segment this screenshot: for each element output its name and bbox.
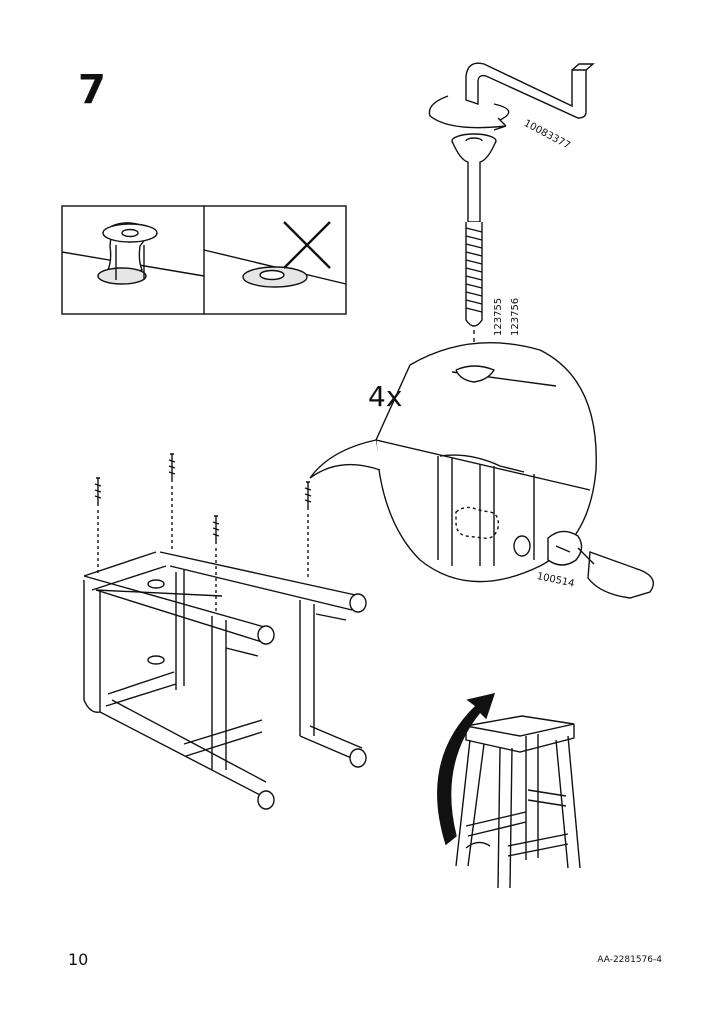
screws bbox=[94, 453, 312, 612]
step-number: 7 bbox=[78, 67, 106, 113]
rotate-arrow-icon bbox=[437, 693, 496, 846]
correct-bolt-example bbox=[61, 222, 205, 285]
bolt-part-number-a: 123755 bbox=[493, 297, 504, 336]
stool-flip-drawing bbox=[437, 693, 581, 889]
stool-frame-drawing bbox=[83, 453, 367, 810]
magnified-cam-lock-detail bbox=[309, 342, 654, 599]
wrong-bolt-example bbox=[203, 221, 347, 288]
document-code: AA-2281576-4 bbox=[597, 955, 662, 965]
bolt-depth-detail-panel bbox=[61, 205, 347, 315]
allen-key-drawing bbox=[428, 62, 595, 131]
quantity-label: 4x bbox=[368, 380, 403, 413]
cross-mark-icon bbox=[283, 221, 331, 269]
page-number: 10 bbox=[68, 950, 89, 969]
bolt-part-number-b: 123756 bbox=[510, 297, 521, 336]
